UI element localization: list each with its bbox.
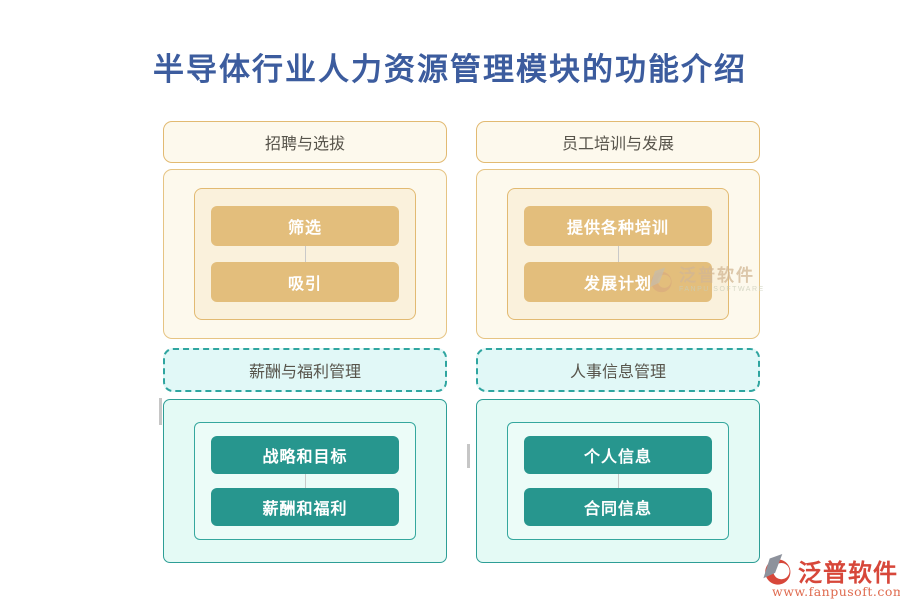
- section-recruitment: 筛选 吸引: [163, 169, 447, 339]
- center-watermark: 泛普软件 FANPU SOFTWARE: [644, 266, 774, 298]
- section-personnel: 个人信息 合同信息: [476, 399, 760, 563]
- edge-stub: [467, 444, 470, 468]
- section-compensation: 战略和目标 薪酬和福利: [163, 399, 447, 563]
- section-inner-box: 战略和目标 薪酬和福利: [194, 422, 416, 540]
- diagram-node: 吸引: [211, 262, 399, 302]
- watermark-text: 泛普软件 FANPU SOFTWARE: [679, 266, 765, 293]
- footer-brand-name: 泛普软件: [798, 558, 898, 587]
- section-header-label: 人事信息管理: [569, 362, 666, 381]
- diagram-node: 薪酬和福利: [211, 488, 399, 526]
- section-header-training: 员工培训与发展: [476, 121, 760, 163]
- diagram-node: 发展计划: [524, 262, 712, 302]
- footer-brand-logo: 泛普软件 www.fanpusoft.com: [756, 551, 900, 599]
- node-connector-line: [617, 246, 619, 262]
- section-header-compensation: 薪酬与福利管理: [163, 348, 447, 392]
- section-header-personnel: 人事信息管理: [476, 348, 760, 392]
- diagram-column-left: 招聘与选拔 筛选 吸引 薪酬与福利管理 战略和目标 薪酬和福利: [163, 121, 447, 563]
- section-training: 提供各种培训 发展计划: [476, 169, 760, 339]
- watermark-subtitle: FANPU SOFTWARE: [679, 286, 765, 293]
- section-inner-box: 提供各种培训 发展计划: [507, 188, 729, 320]
- edge-stub: [159, 398, 162, 425]
- diagram-node: 提供各种培训: [524, 206, 712, 246]
- section-header-recruitment: 招聘与选拔: [163, 121, 447, 163]
- page-title: 半导体行业人力资源管理模块的功能介绍: [153, 52, 747, 88]
- diagram: 招聘与选拔 筛选 吸引 薪酬与福利管理 战略和目标 薪酬和福利 员工培训与发展: [163, 121, 760, 563]
- diagram-node: 合同信息: [524, 488, 712, 526]
- section-inner-box: 个人信息 合同信息: [507, 422, 729, 540]
- section-header-label: 招聘与选拔: [264, 134, 345, 153]
- diagram-node: 筛选: [211, 206, 399, 246]
- diagram-node: 战略和目标: [211, 436, 399, 474]
- footer-website: www.fanpusoft.com: [772, 584, 900, 599]
- diagram-column-right: 员工培训与发展 提供各种培训 发展计划 人事信息管理 个人信息 合同信息: [476, 121, 760, 563]
- node-connector-line: [304, 246, 306, 262]
- node-connector-line: [304, 474, 306, 488]
- diagram-node: 个人信息: [524, 436, 712, 474]
- node-connector-line: [617, 474, 619, 488]
- section-header-label: 员工培训与发展: [561, 134, 674, 153]
- fanpu-logo-icon: [649, 267, 672, 293]
- fanpu-logo-icon: [763, 554, 791, 585]
- section-header-label: 薪酬与福利管理: [248, 362, 361, 381]
- watermark-brand: 泛普软件: [679, 266, 755, 286]
- section-inner-box: 筛选 吸引: [194, 188, 416, 320]
